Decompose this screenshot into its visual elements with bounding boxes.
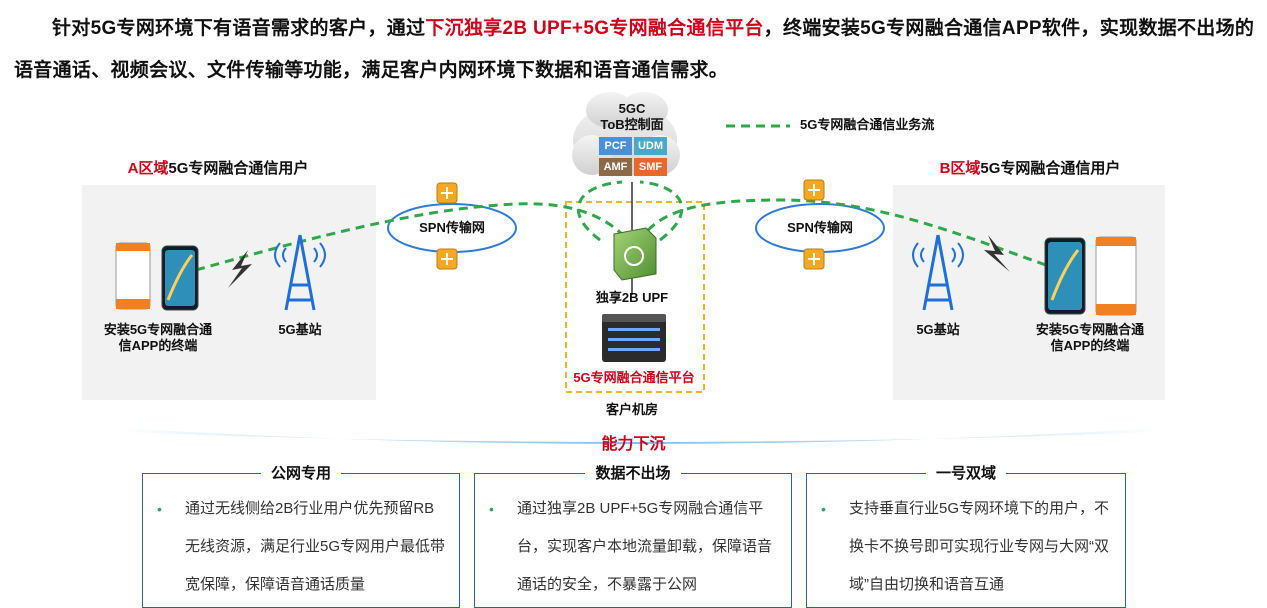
base-station-icon bbox=[912, 234, 964, 311]
capability-heading: 能力下沉 bbox=[601, 436, 666, 453]
intro-text: 针对5G专网环境下有语音需求的客户，通过下沉独享2B UPF+5G专网融合通信平… bbox=[14, 8, 1259, 92]
panel-title: 数据不出场 bbox=[585, 465, 681, 482]
platform-label: 5G专网融合通信平台 bbox=[573, 370, 695, 385]
phone-icon bbox=[161, 245, 199, 311]
customer-room-box bbox=[565, 201, 705, 393]
router-icon bbox=[436, 182, 458, 204]
nf-box-smf bbox=[634, 158, 667, 176]
core-title: 5GC bbox=[618, 101, 646, 116]
intro-highlight: 下沉独享2B UPF+5G专网融合通信平台 bbox=[425, 18, 764, 39]
nf-box-amf bbox=[599, 158, 632, 176]
flow-upf-to-core-left bbox=[577, 180, 623, 242]
feature-panel-data-local: 数据不出场 • 通过独享2B UPF+5G专网融合通信平台，实现客户本地流量卸载… bbox=[474, 465, 792, 608]
router-icon bbox=[803, 179, 825, 201]
zone-b-station-label: 5G基站 bbox=[916, 322, 960, 337]
bullet-icon: • bbox=[489, 501, 494, 517]
phone-icon bbox=[115, 242, 151, 310]
zone-a-station-label: 5G基站 bbox=[278, 322, 322, 337]
flow-b-to-upf bbox=[638, 198, 1061, 272]
intro-part2: ，终端安装5G专网融合通信APP软件，实现数据不出场的语音通话、视频会议、文件传… bbox=[14, 18, 1255, 81]
intro-part1: 针对5G专网环境下有语音需求的客户，通过 bbox=[52, 18, 426, 39]
zone-a-title: A区域5G专网融合通信用户 bbox=[127, 160, 309, 177]
base-station-icon bbox=[274, 234, 326, 311]
core-subtitle: ToB控制面 bbox=[600, 117, 664, 132]
router-icon bbox=[803, 248, 825, 270]
spn-left-label: SPN传输网 bbox=[419, 220, 485, 235]
zone-b-title: B区域5G专网融合通信用户 bbox=[939, 160, 1121, 177]
panel-text: 通过无线侧给2B行业用户优先预留RB无线资源，满足行业5G专网用户最低带宽保障，… bbox=[185, 500, 446, 593]
nf-label-udm: UDM bbox=[637, 140, 664, 152]
zone-b-terminal-label: 安装5G专网融合通信APP的终端 bbox=[1035, 322, 1145, 353]
legend-label: 5G专网融合通信业务流 bbox=[800, 117, 935, 132]
nf-box-udm bbox=[634, 137, 667, 155]
panel-title: 公网专用 bbox=[260, 465, 341, 482]
server-icon bbox=[602, 314, 666, 362]
zone-a-terminal-label: 安装5G专网融合通信APP的终端 bbox=[103, 322, 213, 353]
feature-panel-public-network: 公网专用 • 通过无线侧给2B行业用户优先预留RB无线资源，满足行业5G专网用户… bbox=[142, 465, 460, 608]
bullet-icon: • bbox=[157, 501, 162, 517]
nf-label-smf: SMF bbox=[638, 161, 663, 173]
phone-icon bbox=[1095, 236, 1137, 316]
panel-text: 通过独享2B UPF+5G专网融合通信平台，实现客户本地流量卸载，保障语音通话的… bbox=[517, 500, 773, 593]
flow-a-to-upf bbox=[195, 202, 630, 272]
panel-text: 支持垂直行业5G专网环境下的用户，不换卡不换号即可实现行业专网与大网“双域”自由… bbox=[849, 500, 1110, 593]
signal-lightning-icon bbox=[228, 250, 252, 288]
spn-right-label: SPN传输网 bbox=[787, 220, 853, 235]
upf-icon bbox=[613, 227, 657, 281]
feature-panel-dual-domain: 一号双域 • 支持垂直行业5G专网环境下的用户，不换卡不换号即可实现行业专网与大… bbox=[806, 465, 1126, 608]
upf-label: 独享2B UPF bbox=[595, 290, 669, 305]
nf-box-pcf bbox=[599, 137, 632, 155]
bullet-icon: • bbox=[821, 501, 826, 517]
capability-band bbox=[120, 428, 1160, 444]
nf-label-amf: AMF bbox=[603, 161, 628, 173]
panel-title: 一号双域 bbox=[925, 465, 1006, 482]
flow-upf-to-core-right bbox=[639, 180, 684, 242]
room-label: 客户机房 bbox=[605, 402, 658, 417]
nf-label-pcf: PCF bbox=[604, 140, 627, 152]
router-icon bbox=[436, 248, 458, 270]
signal-lightning-icon bbox=[984, 235, 1010, 272]
phone-icon bbox=[1044, 237, 1086, 315]
